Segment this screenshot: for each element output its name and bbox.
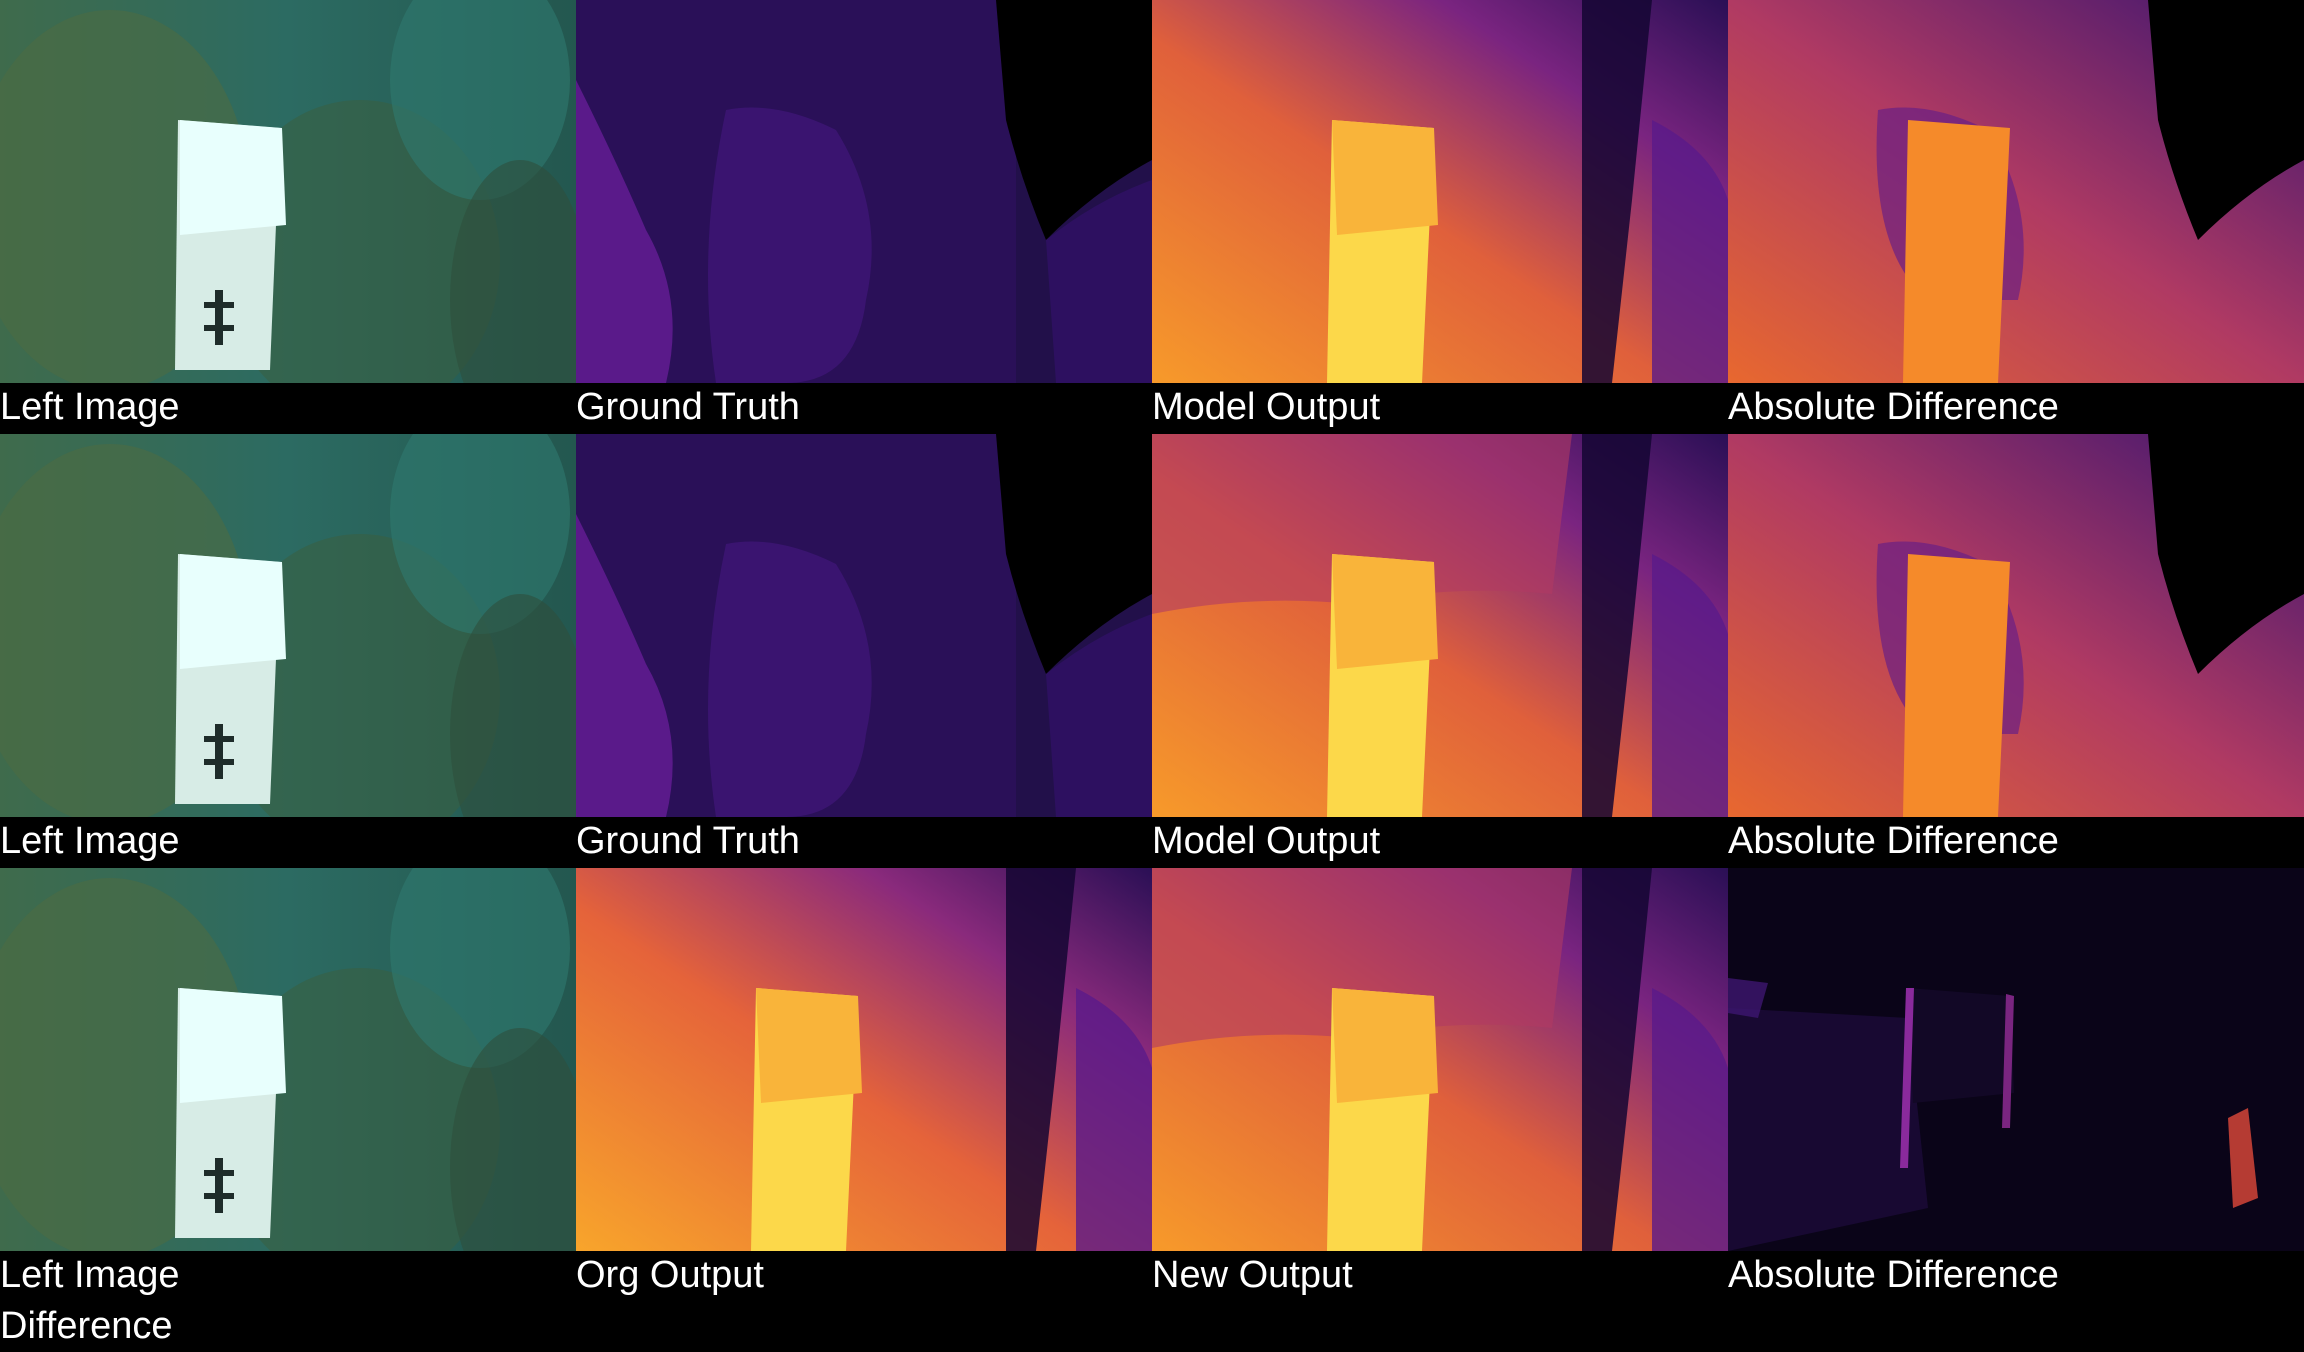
difference-map bbox=[1728, 868, 2304, 1251]
caption-left-image: Left Image bbox=[0, 820, 180, 862]
panel-absolute-difference: Absolute Difference bbox=[1728, 868, 2304, 1302]
panel-left-image: Left Image bbox=[0, 0, 576, 434]
difference-map bbox=[1728, 0, 2304, 383]
panel-new-output: New Output bbox=[1152, 868, 1728, 1302]
panel-model-output: Model Output bbox=[1152, 0, 1728, 434]
caption-model-output: Model Output bbox=[1152, 820, 1381, 862]
underwater-photo bbox=[0, 434, 576, 817]
footer-caption: Difference bbox=[0, 1305, 173, 1347]
panel-ground-truth: Ground Truth bbox=[576, 0, 1152, 434]
depth-map-new-output bbox=[1152, 868, 1728, 1251]
caption-left-image: Left Image bbox=[0, 1254, 180, 1296]
caption-ground-truth: Ground Truth bbox=[576, 820, 800, 862]
depth-map-ground-truth bbox=[576, 434, 1152, 817]
panel-absolute-difference: Absolute Difference bbox=[1728, 0, 2304, 434]
depth-map-org-output bbox=[576, 868, 1152, 1251]
result-row-2: Left Image Ground Truth bbox=[0, 434, 2304, 868]
caption-absolute-difference: Absolute Difference bbox=[1728, 1254, 2059, 1296]
underwater-photo bbox=[0, 0, 576, 383]
caption-model-output: Model Output bbox=[1152, 386, 1381, 428]
difference-map bbox=[1728, 434, 2304, 817]
panel-left-image: Left Image bbox=[0, 434, 576, 868]
depth-map-ground-truth bbox=[576, 0, 1152, 383]
panel-absolute-difference: Absolute Difference bbox=[1728, 434, 2304, 868]
caption-new-output: New Output bbox=[1152, 1254, 1353, 1296]
underwater-photo bbox=[0, 868, 576, 1251]
result-row-1: Left Image Ground Truth bbox=[0, 0, 2304, 434]
caption-org-output: Org Output bbox=[576, 1254, 764, 1296]
caption-ground-truth: Ground Truth bbox=[576, 386, 800, 428]
depth-map-model-output bbox=[1152, 0, 1728, 383]
caption-absolute-difference: Absolute Difference bbox=[1728, 820, 2059, 862]
panel-ground-truth: Ground Truth bbox=[576, 434, 1152, 868]
panel-model-output: Model Output bbox=[1152, 434, 1728, 868]
panel-left-image: Left Image bbox=[0, 868, 576, 1302]
panel-org-output: Org Output bbox=[576, 868, 1152, 1302]
depth-map-model-output bbox=[1152, 434, 1728, 817]
result-row-3: Left Image Org Output bbox=[0, 868, 2304, 1302]
caption-absolute-difference: Absolute Difference bbox=[1728, 386, 2059, 428]
caption-left-image: Left Image bbox=[0, 386, 180, 428]
